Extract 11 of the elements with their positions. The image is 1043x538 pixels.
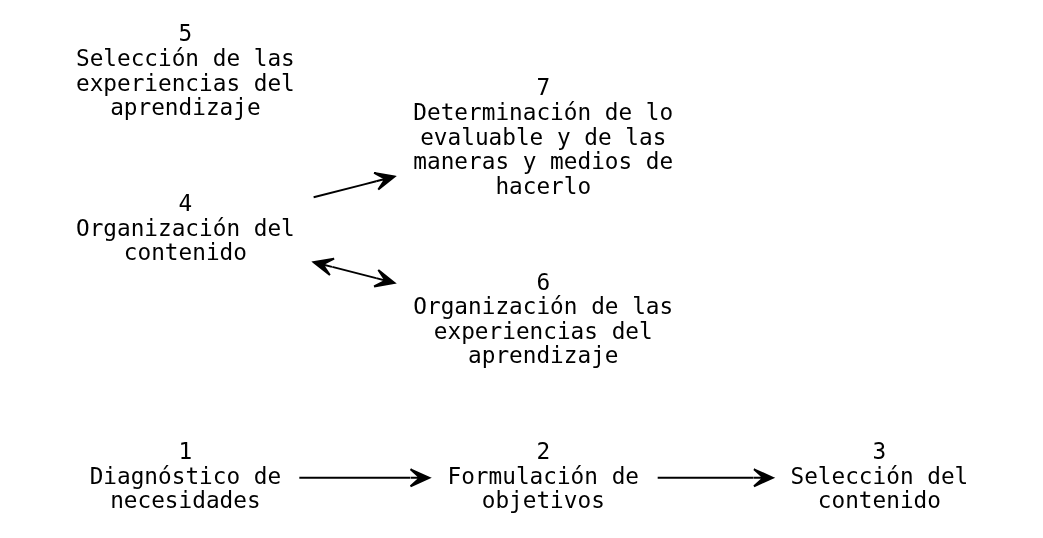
node-text: 4 Organización del contenido xyxy=(75,189,295,266)
node-text: 5 Selección de las experiencias del aprendizaje xyxy=(75,20,295,121)
node-text: 7 Determinación de lo evaluable y de las maneras y medios de hacerlo xyxy=(413,74,674,199)
arrow xyxy=(312,257,396,288)
node-text: 6 Organización de las experiencias del aprendizaje xyxy=(413,268,674,369)
node-text: 3 Selección del contenido xyxy=(790,438,969,514)
node-text: 1 Diagnóstico de necesidades xyxy=(89,438,282,514)
node-text: 2 Formulación de objetivos xyxy=(447,438,640,514)
arrow xyxy=(298,468,431,488)
arrow xyxy=(656,468,774,488)
arrow xyxy=(312,172,396,199)
